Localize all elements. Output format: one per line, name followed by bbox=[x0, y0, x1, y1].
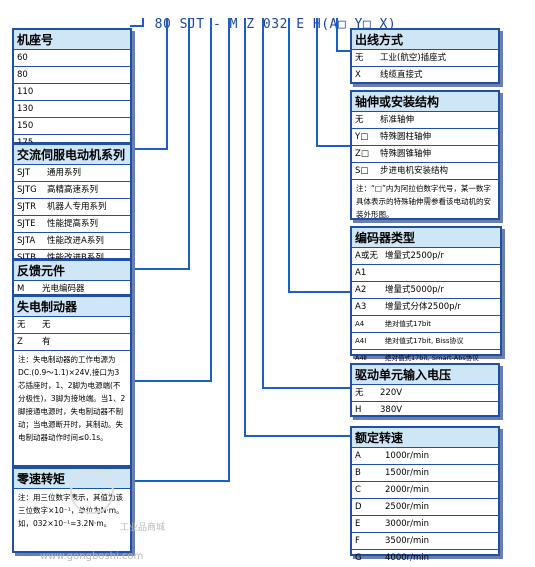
table-row: 110 bbox=[14, 84, 130, 101]
code-torque: 032 bbox=[262, 17, 288, 32]
connector-line bbox=[262, 387, 350, 389]
connector-line bbox=[316, 18, 318, 146]
shaft-table: 轴伸或安装结构 无标准轴伸 Y□特殊圆柱轴伸 Z□特殊圆锥轴伸 S□步进电机安装… bbox=[350, 90, 500, 220]
connector-line bbox=[244, 435, 350, 437]
table-row: Z□特殊圆锥轴伸 bbox=[352, 146, 498, 163]
torque-table: 零速转矩 注：用三位数字表示，其值为该三位数字×10⁻¹，单位为N·m。如，03… bbox=[12, 467, 132, 553]
connector-line bbox=[188, 18, 190, 269]
connector-line bbox=[166, 18, 168, 149]
shaft-note: 注：“□”内为阿拉伯数字代号，某一数字具体表示的特殊轴伸需参看该电动机的安装外形… bbox=[356, 184, 491, 219]
connector-line bbox=[130, 25, 144, 27]
code-frame: 80 bbox=[154, 17, 172, 32]
table-row: Y□特殊圆柱轴伸 bbox=[352, 129, 498, 146]
table-row: 无无 bbox=[14, 317, 130, 334]
table-row: 无标准轴伸 bbox=[352, 112, 498, 129]
brake-note: 注：失电制动器的工作电源为DC.(0.9～1.1)×24V,接口为3芯插座时，1… bbox=[18, 355, 126, 442]
table-row: 60 bbox=[14, 50, 130, 67]
shaft-title: 轴伸或安装结构 bbox=[352, 92, 498, 112]
code-dash: - bbox=[212, 17, 222, 32]
table-row: S□步进电机安装结构 bbox=[352, 163, 498, 180]
connector-line bbox=[142, 18, 144, 26]
code-feedback: M bbox=[229, 17, 238, 32]
connector-line bbox=[130, 148, 168, 150]
code-speed: E bbox=[296, 17, 305, 32]
frame-size-table: 机座号 60 80 110 130 150 175 bbox=[12, 28, 132, 148]
encoder-title: 编码器类型 bbox=[352, 228, 500, 248]
feedback-title: 反馈元件 bbox=[14, 261, 130, 281]
watermark-logo-icon bbox=[70, 470, 114, 514]
connector-line bbox=[228, 18, 230, 481]
brake-title: 失电制动器 bbox=[14, 297, 130, 317]
table-row: A1 bbox=[352, 265, 500, 282]
connector-line bbox=[130, 480, 230, 482]
table-row: 130 bbox=[14, 101, 130, 118]
code-shaft: Y bbox=[354, 17, 363, 32]
table-row: A或无增量式2500p/r bbox=[352, 248, 500, 265]
code-brake: Z bbox=[246, 17, 255, 32]
code-encoder: (A bbox=[321, 17, 338, 32]
speed-title: 额定转速 bbox=[352, 428, 498, 448]
connector-line bbox=[130, 380, 212, 382]
connector-line bbox=[130, 268, 190, 270]
connector-line bbox=[244, 18, 246, 436]
voltage-title: 驱动单元输入电压 bbox=[352, 365, 498, 385]
table-row: 无工业(航空)插座式 bbox=[352, 50, 498, 67]
connector-line bbox=[262, 18, 264, 388]
code-shaft-box: □ bbox=[362, 17, 372, 32]
code-family: SJT bbox=[179, 17, 205, 32]
connector-line bbox=[336, 18, 338, 51]
watermark-text: 工业品商城 bbox=[120, 523, 166, 533]
model-code: 80 SJT - M Z 032 E H(A□ Y□ X) bbox=[138, 2, 396, 32]
connector-line bbox=[210, 18, 212, 381]
connector-line bbox=[288, 18, 290, 292]
table-row: 150 bbox=[14, 118, 130, 135]
motor-series-title: 交流伺服电动机系列 bbox=[14, 145, 130, 165]
table-row: 80 bbox=[14, 67, 130, 84]
watermark-url: www.gongboshi.com bbox=[40, 551, 144, 562]
frame-size-title: 机座号 bbox=[14, 30, 130, 50]
connector-line bbox=[336, 50, 350, 52]
connector-line bbox=[316, 145, 350, 147]
code-encoder-box: □ bbox=[337, 17, 347, 32]
outlet-title: 出线方式 bbox=[352, 30, 498, 50]
connector-line bbox=[288, 291, 350, 293]
